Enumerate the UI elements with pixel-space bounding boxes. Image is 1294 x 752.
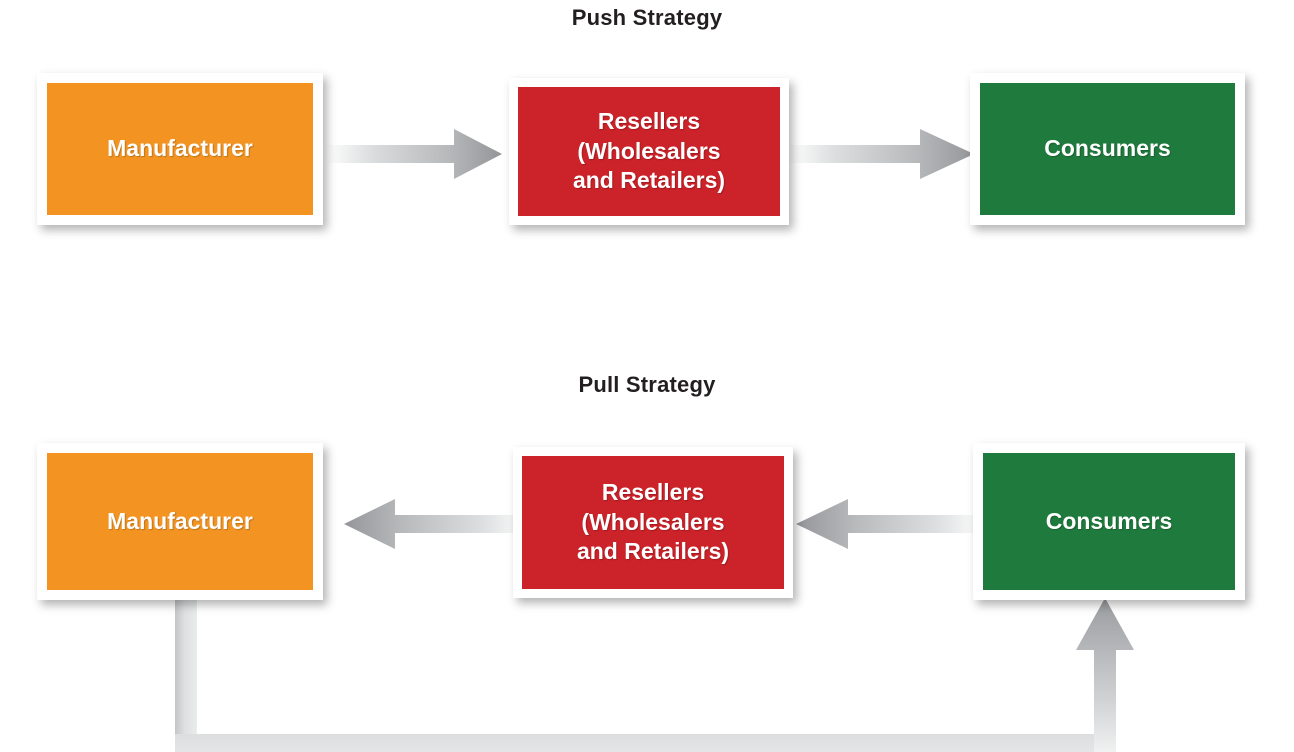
pull-strategy-title: Pull Strategy: [578, 372, 716, 397]
push-resellers-line1: Resellers: [597, 108, 701, 135]
push-strategy-title: Push Strategy: [571, 5, 723, 30]
pull-node-resellers[interactable]: Resellers (Wholesalers and Retailers): [513, 447, 793, 598]
pull-node-consumers[interactable]: Consumers: [973, 443, 1245, 600]
pull-node-resellers-label: Resellers (Wholesalers and Retailers): [522, 456, 784, 589]
pull-node-manufacturer[interactable]: Manufacturer: [37, 443, 323, 600]
push-arrow-manufacturer-to-resellers: [326, 125, 526, 183]
pull-arrow-consumers-to-resellers: [790, 495, 985, 553]
push-node-resellers[interactable]: Resellers (Wholesalers and Retailers): [509, 78, 789, 225]
pull-node-manufacturer-label: Manufacturer: [47, 453, 313, 590]
push-resellers-line2: (Wholesalers: [577, 137, 721, 164]
pull-elbow-arrow-manufacturer-to-consumers: [160, 590, 1170, 752]
pull-resellers-line1: Resellers: [601, 479, 705, 506]
push-resellers-line3: and Retailers): [572, 167, 726, 194]
pull-node-consumers-label: Consumers: [983, 453, 1235, 590]
push-node-resellers-label: Resellers (Wholesalers and Retailers): [518, 87, 780, 216]
push-node-consumers[interactable]: Consumers: [970, 73, 1245, 225]
pull-arrow-resellers-to-manufacturer: [340, 495, 530, 553]
push-node-manufacturer-label: Manufacturer: [47, 83, 313, 215]
push-arrow-resellers-to-consumers: [788, 125, 998, 183]
push-node-consumers-label: Consumers: [980, 83, 1235, 215]
pull-resellers-line3: and Retailers): [576, 538, 730, 565]
push-node-manufacturer[interactable]: Manufacturer: [37, 73, 323, 225]
pull-resellers-line2: (Wholesalers: [581, 508, 725, 535]
